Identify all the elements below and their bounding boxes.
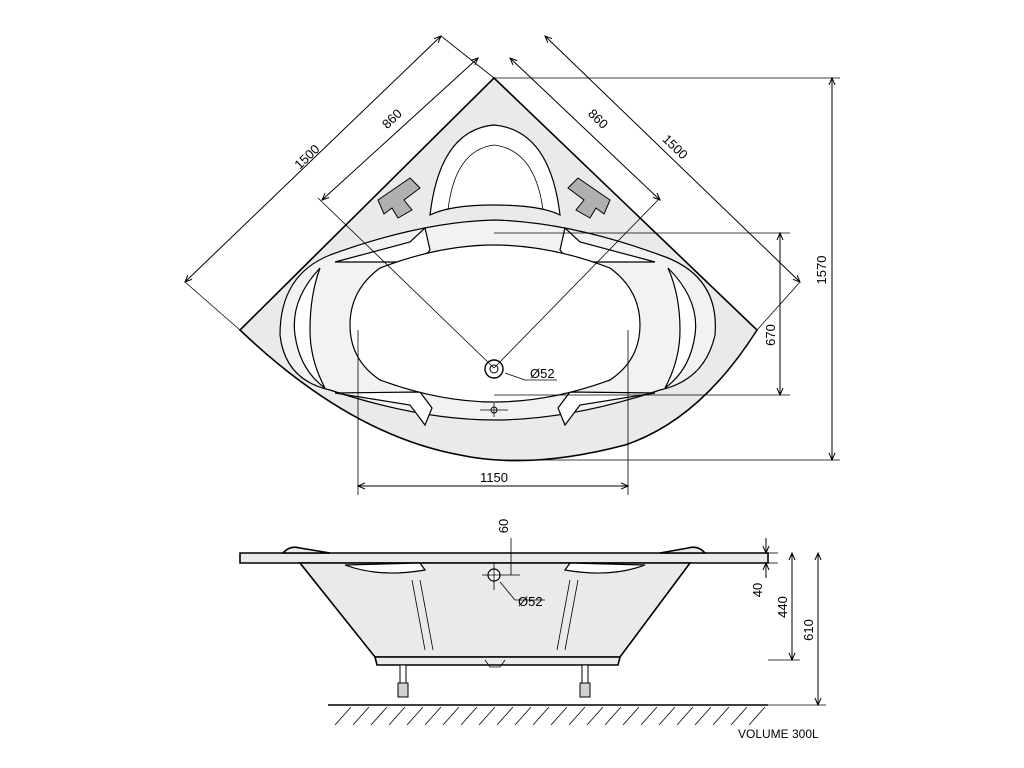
floor-hatch-line xyxy=(532,706,550,726)
dim-rim-offset: 60 xyxy=(496,519,511,533)
floor xyxy=(328,704,768,726)
dim-left-outer: 1500 xyxy=(291,141,322,172)
side-seat-right xyxy=(664,267,697,389)
dim-basin-depth: 440 xyxy=(775,596,790,618)
floor-hatch-line xyxy=(712,706,730,726)
floor-hatch-line xyxy=(478,706,496,726)
floor-hatch-line xyxy=(568,706,586,726)
floor-hatch-line xyxy=(424,706,442,726)
dim-inner-depth: 670 xyxy=(763,324,778,346)
floor-hatch-line xyxy=(370,706,388,726)
dim-total-height: 610 xyxy=(801,619,816,641)
floor-hatch-line xyxy=(748,706,766,726)
floor-hatch-line xyxy=(388,706,406,726)
dim-drain-top: Ø52 xyxy=(530,366,555,381)
dim-width: 1150 xyxy=(480,470,508,485)
dim-right-inner: 860 xyxy=(585,106,611,132)
floor-hatch-line xyxy=(334,706,352,726)
leg-left xyxy=(397,664,409,698)
floor-hatch-line xyxy=(676,706,694,726)
floor-hatch-line xyxy=(694,706,712,726)
dim-drain-side: Ø52 xyxy=(518,594,543,609)
floor-hatch-line xyxy=(640,706,658,726)
floor-hatch-line xyxy=(514,706,532,726)
floor-hatch-line xyxy=(550,706,568,726)
side-seat-left xyxy=(293,267,326,389)
basin-oval xyxy=(349,244,641,403)
top-view xyxy=(238,76,840,495)
armrest-left-bottom xyxy=(334,391,433,427)
floor-hatch-line xyxy=(622,706,640,726)
floor-hatch-line xyxy=(496,706,514,726)
floor-hatch-line xyxy=(460,706,478,726)
dim-right-outer: 1500 xyxy=(660,131,691,162)
floor-hatch-line xyxy=(658,706,676,726)
floor-hatch-line xyxy=(604,706,622,726)
side-view xyxy=(239,538,769,698)
overflow-mark xyxy=(480,403,508,417)
leg-right xyxy=(579,664,591,698)
volume-label: VOLUME 300L xyxy=(738,727,819,741)
armrest-right-bottom xyxy=(557,391,656,427)
floor-hatch-line xyxy=(352,706,370,726)
floor-hatch-line xyxy=(442,706,460,726)
floor-hatch-line xyxy=(406,706,424,726)
dim-total-depth: 1570 xyxy=(814,256,829,285)
floor-hatch-line xyxy=(730,706,748,726)
floor-hatch-line xyxy=(586,706,604,726)
dim-rim-thickness: 40 xyxy=(750,583,765,597)
